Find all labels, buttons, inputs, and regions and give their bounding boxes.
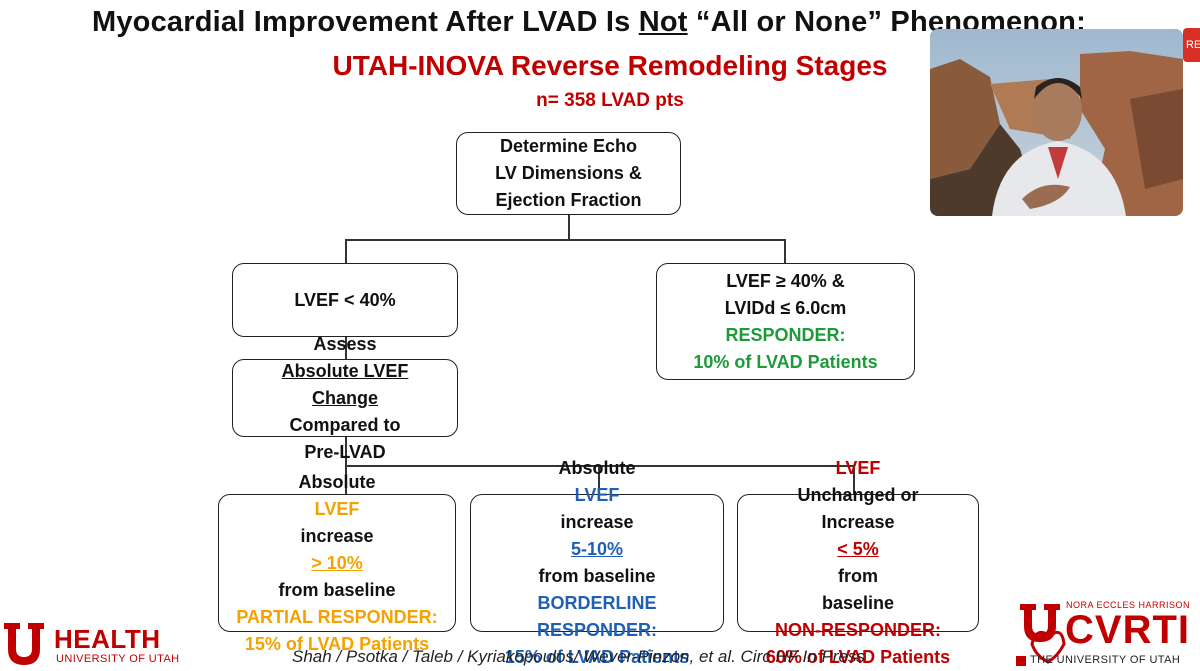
block-u-icon xyxy=(4,623,44,665)
partial-text-1a: Absolute xyxy=(298,471,376,492)
partial-responder-box: Absolute LVEF increase > 10% from baseli… xyxy=(218,472,456,654)
assess-line-1: Assess Absolute LVEF xyxy=(282,331,409,385)
non-text-2b: < 5% xyxy=(837,539,879,559)
non-line-3: baseline xyxy=(821,593,895,613)
borderline-text-1b: LVEF xyxy=(574,485,620,505)
connector-left-to-assess xyxy=(345,336,347,360)
assess-text-1: Assess xyxy=(313,333,377,354)
non-responder-percent: 60% of LVAD Patients xyxy=(765,647,951,667)
cvrti-top-text: NORA ECCLES HARRISON xyxy=(1066,600,1191,610)
university-of-utah-health-logo xyxy=(0,617,180,671)
lvef-below-40-box: LVEF < 40% xyxy=(232,263,458,337)
connector-bottom-horizontal xyxy=(345,465,855,467)
assess-absolute-lvef-box: Assess Absolute LVEF Change Compared to … xyxy=(232,334,458,462)
determine-echo-box: Determine Echo LV Dimensions & Ejection … xyxy=(456,132,681,215)
health-logo-text: HEALTH xyxy=(54,624,161,654)
top-box-line-1: Determine Echo xyxy=(499,136,638,156)
borderline-text-2b: from baseline xyxy=(538,566,656,586)
non-text-1a: LVEF xyxy=(835,458,881,478)
assess-text-4: Compared to xyxy=(289,414,401,435)
responder-label: RESPONDER: xyxy=(725,324,846,345)
non-line-2: Increase < 5% from xyxy=(821,509,894,590)
non-line-1: LVEF Unchanged or xyxy=(797,455,918,509)
top-box-line-3: Ejection Fraction xyxy=(495,190,642,210)
borderline-text-2a: 5-10% xyxy=(570,539,623,559)
assess-text-3: Change xyxy=(311,387,378,408)
heart-emblem-icon xyxy=(1016,604,1066,666)
borderline-percent: 15% of LVAD Patients xyxy=(504,647,690,667)
partial-responder-percent: 15% of LVAD Patients xyxy=(244,633,430,654)
borderline-label-2: RESPONDER: xyxy=(536,620,657,640)
responder-line-1: LVEF ≥ 40% & xyxy=(726,270,845,291)
non-text-1b: Unchanged or xyxy=(797,485,919,505)
partial-text-2b: > 10% xyxy=(311,552,363,573)
borderline-line-1: Absolute LVEF increase xyxy=(558,455,635,536)
partial-line-2: increase > 10% xyxy=(300,523,373,577)
non-text-2a: Increase xyxy=(821,512,895,532)
assess-text-5: Pre-LVAD xyxy=(304,441,386,462)
borderline-label-1: BORDERLINE xyxy=(537,593,657,613)
non-responder-box: LVEF Unchanged or Increase < 5% from bas… xyxy=(737,458,979,667)
partial-line-3: from baseline xyxy=(278,579,396,600)
connector-to-non xyxy=(853,465,855,495)
slide-subtitle: UTAH-INOVA Reverse Remodeling Stages xyxy=(332,50,888,81)
responder-line-2: LVIDd ≤ 6.0cm xyxy=(724,297,847,318)
left-box-label: LVEF < 40% xyxy=(294,289,396,310)
connector-assess-down xyxy=(345,436,347,466)
title-prefix: Myocardial Improvement After LVAD Is xyxy=(92,6,639,38)
non-responder-label: NON-RESPONDER: xyxy=(774,620,941,640)
connector-to-left-box xyxy=(345,239,347,263)
health-logo-subtext: UNIVERSITY OF UTAH xyxy=(56,653,180,665)
cvrti-logo xyxy=(1006,596,1200,671)
responder-box: LVEF ≥ 40% & LVIDd ≤ 6.0cm RESPONDER: 10… xyxy=(656,263,915,380)
patient-count: n= 358 LVAD pts xyxy=(536,90,684,111)
borderline-text-1c: increase xyxy=(560,512,634,532)
cvrti-bottom-text: THE UNIVERSITY OF UTAH xyxy=(1030,654,1181,666)
top-box-line-2: LV Dimensions & xyxy=(495,163,642,183)
speaker-video-thumbnail[interactable] xyxy=(930,29,1183,216)
citation: Shah / Psotka / Taleb / Kyriakopoulos/ W… xyxy=(292,647,865,666)
connector-top-horizontal xyxy=(345,239,786,241)
partial-responder-label: PARTIAL RESPONDER: xyxy=(236,606,438,627)
speaker-video-image xyxy=(930,29,1183,216)
title-underlined-word: Not xyxy=(638,6,688,38)
borderline-line-2: 5-10% from baseline xyxy=(538,536,655,590)
connector-to-partial xyxy=(345,465,347,495)
partial-text-1b: LVEF xyxy=(314,498,360,519)
connector-to-right-box xyxy=(784,239,786,263)
partial-line-1: Absolute LVEF xyxy=(298,469,375,523)
partial-text-2a: increase xyxy=(300,525,374,546)
assess-text-2: Absolute LVEF xyxy=(281,360,409,381)
recording-badge: RE xyxy=(1183,28,1200,62)
borderline-text-1a: Absolute xyxy=(558,458,636,478)
assess-line-2: Change Compared to xyxy=(289,385,400,439)
responder-percent: 10% of LVAD Patients xyxy=(693,351,878,372)
connector-top-down xyxy=(568,214,570,240)
borderline-responder-box: Absolute LVEF increase 5-10% from baseli… xyxy=(470,458,724,667)
cvrti-logo-text: CVRTI xyxy=(1065,608,1190,652)
connector-to-borderline xyxy=(598,465,600,495)
non-text-2c: from xyxy=(838,566,878,586)
